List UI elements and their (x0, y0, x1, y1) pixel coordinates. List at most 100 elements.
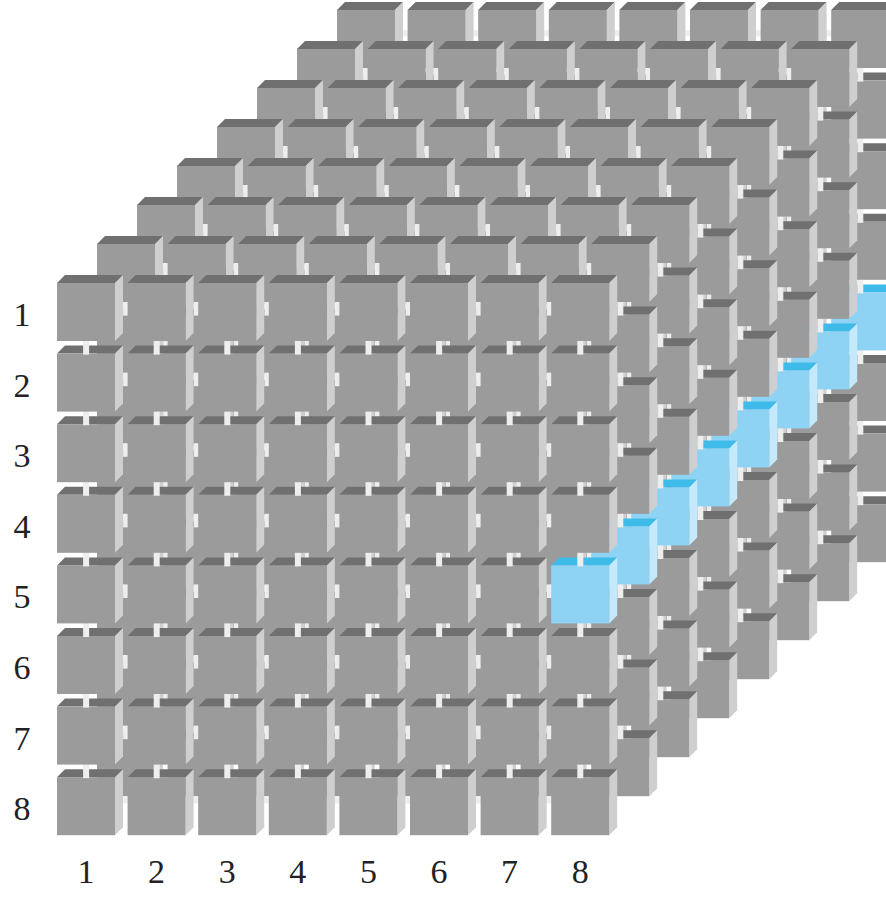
cube-side (729, 582, 737, 648)
cube-side (809, 80, 817, 146)
cube-side (769, 401, 777, 467)
cube-side (809, 433, 817, 499)
cube-top (248, 158, 314, 166)
link-nub (737, 255, 743, 270)
cube-top (358, 119, 424, 127)
link-nub (777, 427, 783, 442)
link-nub (777, 216, 783, 231)
cube-side (729, 370, 737, 436)
link-nub (737, 466, 743, 481)
cube-side (849, 323, 857, 389)
cube-top (601, 158, 667, 166)
cube-top (137, 197, 203, 205)
link-nub (857, 491, 863, 506)
link-nub (857, 208, 863, 223)
cube-side (849, 182, 857, 248)
cube-side (809, 151, 817, 217)
link-nub (817, 177, 823, 192)
link-nub (777, 498, 783, 513)
cube-side (849, 394, 857, 460)
cube-top (368, 41, 434, 49)
link-nub (697, 435, 703, 450)
cube-side (849, 41, 857, 107)
link-nub (817, 106, 823, 121)
cube-side (809, 362, 817, 428)
cube-side (769, 472, 777, 538)
link-nub (697, 294, 703, 309)
cube-side (729, 652, 737, 718)
cube-top (337, 2, 403, 10)
cube-top (761, 2, 827, 10)
cube-top (721, 41, 787, 49)
cube-top (389, 158, 455, 166)
cube-top (641, 119, 707, 127)
cube-top (478, 2, 544, 10)
cube-side (729, 229, 737, 295)
link-nub (857, 349, 863, 364)
cube-top (408, 2, 474, 10)
cube-top (831, 2, 886, 10)
cube-top (459, 158, 525, 166)
cube-top (257, 80, 323, 88)
cube-top (429, 119, 495, 127)
cube-top (539, 80, 605, 88)
cube-side (729, 158, 737, 224)
cube-side (769, 119, 777, 185)
cube-side (729, 511, 737, 577)
link-nub (857, 279, 863, 294)
link-nub (817, 247, 823, 262)
cube-side (809, 574, 817, 640)
cube-top (791, 41, 857, 49)
link-nub (777, 357, 783, 372)
cube-top (711, 119, 777, 127)
link-nub (697, 647, 703, 662)
link-nub (697, 364, 703, 379)
link-nub (817, 459, 823, 474)
cube-top (690, 2, 756, 10)
cube-side (769, 331, 777, 397)
cube-top (438, 41, 504, 49)
cube-top (610, 80, 676, 88)
link-nub (777, 569, 783, 584)
link-nub (857, 67, 863, 82)
link-nub (737, 608, 743, 623)
cube-top (469, 80, 535, 88)
cube-side (769, 613, 777, 679)
cube-top (549, 2, 615, 10)
cube-top (288, 119, 354, 127)
cube-top (570, 119, 636, 127)
link-nub (697, 223, 703, 238)
link-nub (817, 318, 823, 333)
cube-top (398, 80, 464, 88)
cube-side (729, 299, 737, 365)
link-nub (737, 396, 743, 411)
cube-top (650, 41, 716, 49)
link-nub (737, 325, 743, 340)
cube-top (208, 197, 274, 205)
cube-side (849, 535, 857, 601)
link-nub (857, 420, 863, 435)
cube-side (729, 440, 737, 506)
cube-top (177, 158, 243, 166)
cube-top (671, 158, 737, 166)
cube-top (278, 197, 344, 205)
link-nub (817, 388, 823, 403)
cube-top (619, 2, 685, 10)
link-nub (777, 145, 783, 160)
cube-side (849, 465, 857, 531)
link-nub (737, 184, 743, 199)
cube-side (769, 190, 777, 256)
cube-top (751, 80, 817, 88)
cube-top (328, 80, 394, 88)
cube-top (509, 41, 575, 49)
cube-side (809, 504, 817, 570)
cube-top (681, 80, 747, 88)
link-nub (697, 505, 703, 520)
link-nub (817, 530, 823, 545)
cube-side (809, 292, 817, 358)
link-nub (697, 576, 703, 591)
processor-cubes (57, 2, 886, 835)
link-nub (857, 138, 863, 153)
